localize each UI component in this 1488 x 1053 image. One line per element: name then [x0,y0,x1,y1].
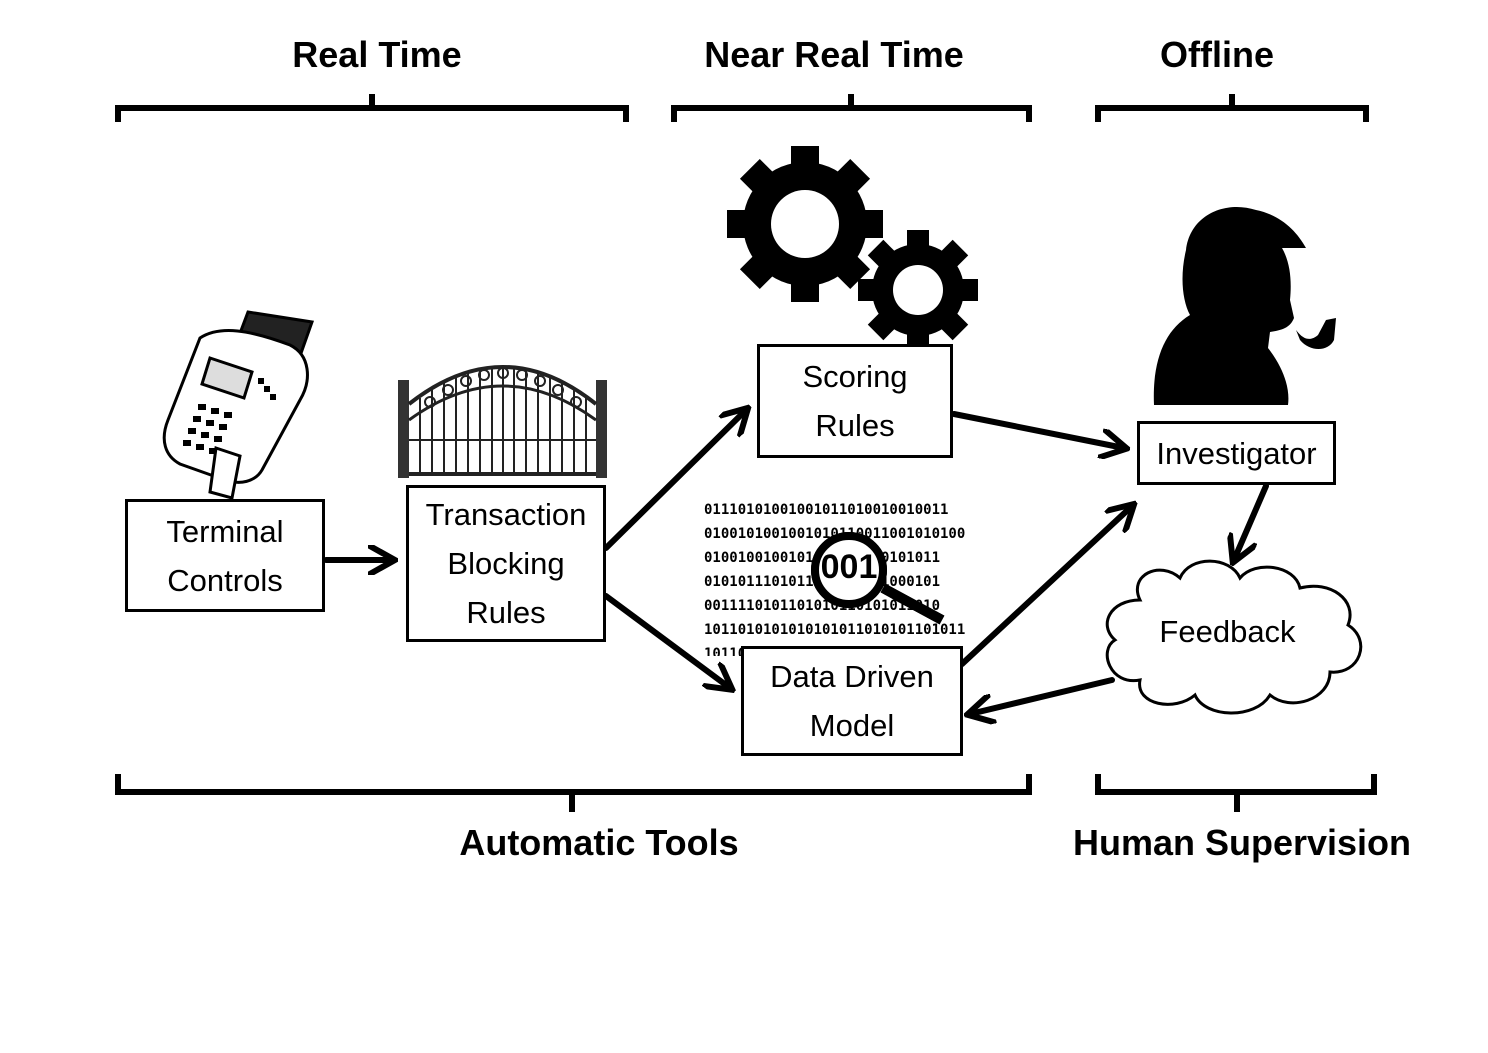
node-transaction-blocking-rules: Transaction Blocking Rules [406,485,606,642]
arrow-blocking-to-model [603,593,730,688]
binary-line: 0100101001001010110011001010100 [704,526,966,542]
bracket-near-real-time [671,94,1032,122]
gears-icon [727,146,978,350]
header-real-time: Real Time [292,34,462,75]
arrow-scoring-to-investigator [951,411,1124,448]
node-label: Controls [167,562,283,598]
footer-automatic-tools: Automatic Tools [459,822,739,863]
magnifier-label: 001 [820,548,878,586]
binary-line: 1011010101010101011010101101011 [704,622,966,638]
node-label: Terminal [166,513,284,549]
node-label: Model [809,708,895,743]
card-terminal-icon [162,310,315,500]
node-label: Transaction [425,497,587,532]
node-label: Rules [466,595,546,630]
cloud-icon [1105,559,1363,715]
bracket-offline [1095,94,1369,122]
detective-icon [1153,206,1336,405]
binary-line: 0011110101101010110101011010 [704,598,941,614]
arrow-blocking-to-scoring [603,410,746,551]
node-terminal-controls: Terminal Controls [125,499,325,612]
footer-human-supervision: Human Supervision [1072,822,1412,863]
header-offline: Offline [1160,34,1274,75]
node-label: Scoring [802,359,908,394]
bracket-real-time [115,94,629,122]
bracket-human-supervision [1095,774,1377,812]
node-investigator: Investigator [1137,421,1336,485]
node-label: Blocking [447,546,565,581]
binary-line: 01110101001001011010010010011 [704,502,949,518]
node-scoring-rules: Scoring Rules [757,344,953,458]
arrow-investigator-to-feedback [1234,483,1269,560]
node-label: Investigator [1156,435,1317,471]
bracket-automatic-tools [115,774,1032,812]
node-feedback: Feedback [1159,614,1296,649]
arrow-feedback-to-model [970,677,1115,714]
node-label: Data Driven [770,659,934,694]
gate-icon [398,365,607,478]
header-near-real-time: Near Real Time [704,34,964,75]
arrow-model-to-investigator [959,506,1132,667]
node-label: Rules [815,408,895,443]
node-data-driven-model: Data Driven Model [741,646,963,756]
